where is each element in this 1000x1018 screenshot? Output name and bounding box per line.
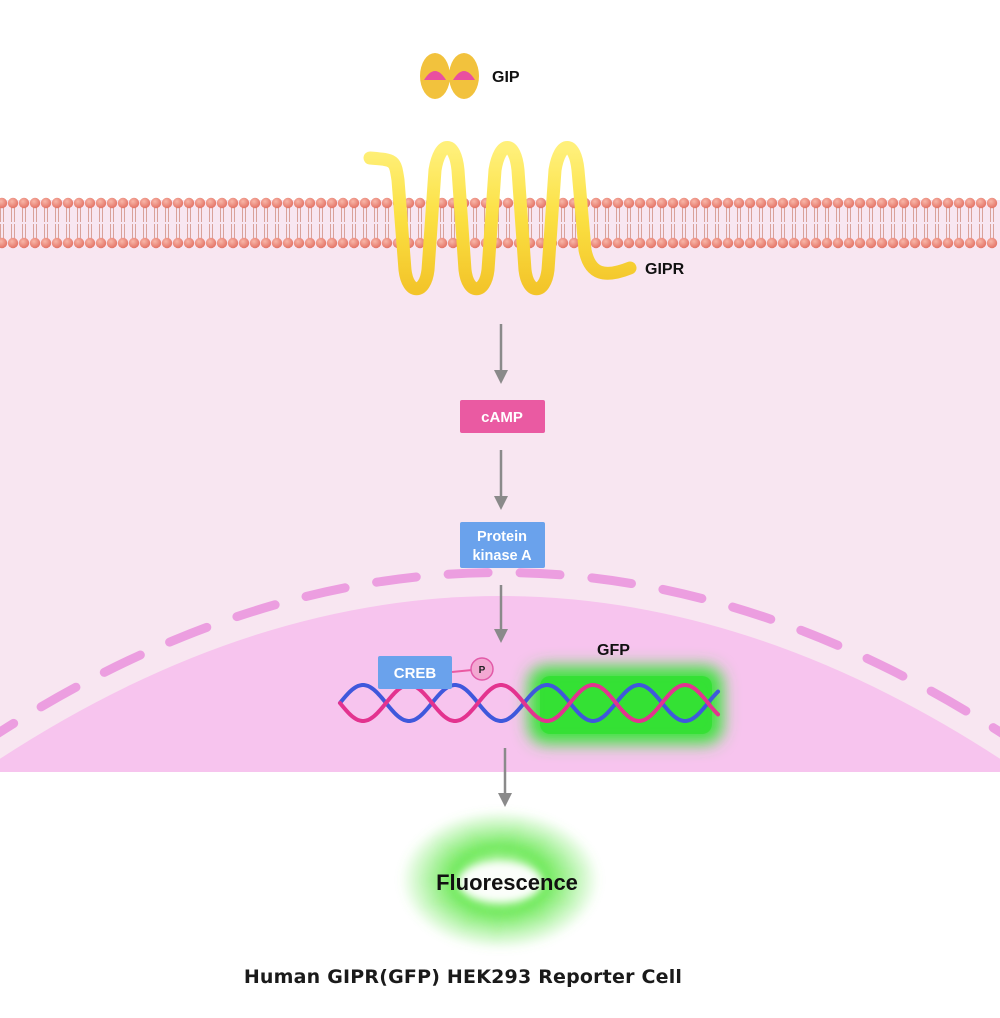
arrow-gipr-to-camp (494, 324, 508, 384)
phosphate-label: P (479, 665, 486, 676)
arrow-camp-to-pka (494, 450, 508, 510)
protein-kinase-a-box (460, 522, 545, 568)
protein-kinase-a-label-line2: kinase A (472, 548, 532, 564)
arrow-pka-to-creb (494, 585, 508, 643)
gip-ligand-icon (420, 53, 479, 99)
nuclear-envelope (0, 568, 1000, 738)
camp-label: cAMP (481, 409, 523, 426)
fluorescence-label: Fluorescence (436, 870, 578, 895)
gfp-label: GFP (597, 642, 630, 659)
protein-kinase-a-label-line1: Protein (477, 529, 527, 545)
fluorescence-burst-icon (400, 810, 600, 950)
figure-caption: Human GIPR(GFP) HEK293 Reporter Cell (243, 966, 683, 988)
creb-box (378, 656, 452, 689)
gipr-receptor-icon (363, 141, 637, 296)
creb-label: CREB (394, 665, 437, 682)
phosphate-icon (470, 657, 494, 681)
arrow-gfp-to-fluorescence (498, 748, 512, 807)
gip-label: GIP (492, 69, 520, 86)
camp-box (460, 400, 545, 433)
gipr-label: GIPR (645, 261, 685, 278)
cell-membrane (0, 197, 998, 249)
